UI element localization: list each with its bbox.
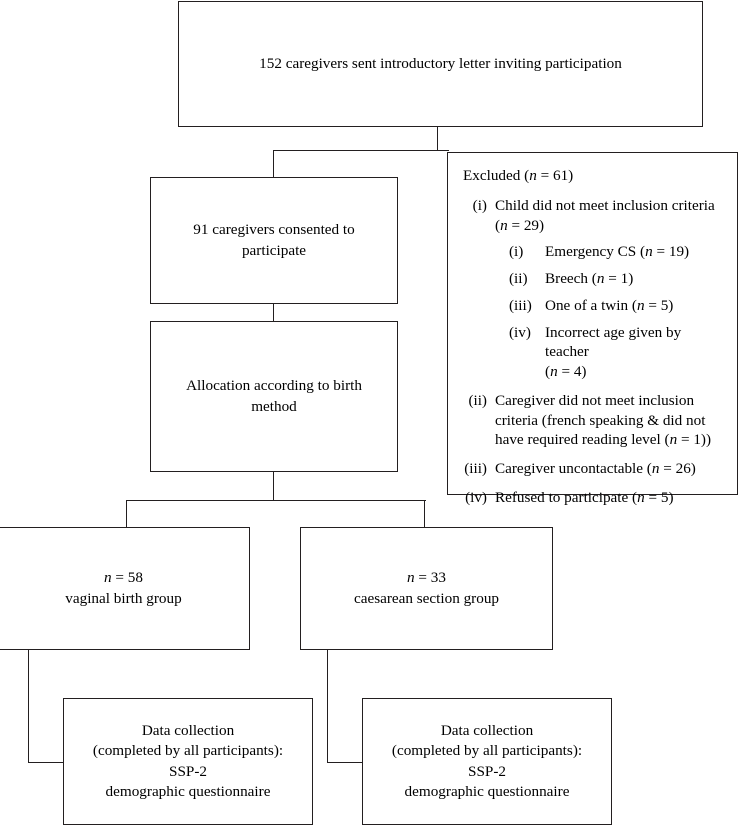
data-collection-left-line-2: (completed by all participants): [92, 742, 284, 760]
excluded-item-3-n: n [651, 460, 660, 477]
data-collection-left-line-1: Data collection [141, 721, 235, 739]
data-collection-box-caesarean: Data collection (completed by all partic… [362, 698, 612, 825]
connector-vaginal-to-data-collection [28, 650, 30, 763]
excluded-item-1-cont-post: = 29) [507, 216, 545, 234]
excluded-item-4-marker: (iv) [465, 488, 487, 506]
caesarean-group-n: n = 33 [309, 568, 544, 588]
vaginal-birth-group-n: n = 58 [6, 568, 241, 588]
caesarean-group-label: caesarean section group [353, 589, 500, 607]
excluded-panel: Excluded (n = 61) (i) Child did not meet… [447, 152, 738, 506]
excluded-item-2-line-2: criteria (french speaking & did not [495, 411, 706, 429]
excluded-item-2-line-3-post: = 1)) [677, 431, 712, 449]
excluded-item-1-text: Child did not meet inclusion criteria [495, 196, 715, 214]
excluded-heading: Excluded (n = 61) [463, 166, 725, 186]
excluded-subitem-1-4-continuation: (n = 4) [545, 362, 725, 382]
excluded-subitem-1-1-post: = 19) [652, 243, 690, 261]
excluded-heading-n: n [529, 167, 537, 184]
excluded-heading-pre: Excluded ( [463, 167, 530, 184]
excluded-subitem-1-4-cont-pre: ( [545, 363, 551, 380]
excluded-subitem-1-4: (iv) Incorrect age given by teacher (n =… [509, 323, 725, 382]
excluded-subitem-1-4-marker: (iv) [509, 323, 531, 341]
excluded-subitem-1-3-n: n [636, 296, 645, 314]
excluded-item-2-marker: (ii) [468, 391, 487, 409]
vaginal-birth-group-label: vaginal birth group [65, 589, 182, 607]
excluded-item-2-text: Caregiver did not meet inclusion [495, 391, 695, 409]
excluded-item-4-post: = 5) [644, 488, 674, 506]
excluded-subitem-1-1-pre: Emergency CS ( [545, 243, 646, 261]
caesarean-group-n-value: = 33 [414, 569, 446, 587]
data-collection-left-line-4: demographic questionnaire [105, 782, 271, 800]
connector-top-to-junction [437, 126, 439, 151]
excluded-item-2-line-3: have required reading level (n = 1)) [495, 430, 725, 450]
excluded-subitem-1-4-cont-n: n [550, 363, 558, 380]
excluded-item-4-pre: Refused to participate ( [495, 488, 638, 506]
caesarean-group-n-symbol: n [407, 569, 415, 587]
excluded-subitem-1-3-marker: (iii) [509, 296, 532, 314]
excluded-item-3-post: = 26) [659, 460, 696, 477]
excluded-item-4: (iv) Refused to participate (n = 5) [461, 488, 725, 508]
excluded-subitem-1-1-n: n [645, 243, 653, 261]
connector-allocation-to-split [273, 472, 275, 501]
connector-vaginal-data-collection-horizontal [28, 762, 65, 764]
connector-split-horizontal [126, 500, 426, 502]
invitation-box: 152 caregivers sent introductory letter … [178, 1, 703, 127]
excluded-subitem-1-3-pre: One of a twin ( [545, 296, 637, 314]
vaginal-birth-group-box: n = 58 vaginal birth group [0, 527, 250, 650]
connector-caesarean-data-collection-horizontal [327, 762, 364, 764]
excluded-subitem-1-3-post: = 5) [644, 296, 674, 314]
excluded-item-1-marker: (i) [472, 196, 487, 214]
consented-box-line-1: 91 caregivers consented to [193, 221, 355, 239]
vaginal-birth-group-n-value: = 58 [111, 569, 143, 587]
consented-box-line-2: participate [241, 241, 307, 259]
excluded-subitem-1-2: (ii) Breech (n = 1) [509, 269, 725, 289]
data-collection-box-vaginal: Data collection (completed by all partic… [63, 698, 313, 825]
data-collection-right-line-4: demographic questionnaire [404, 782, 570, 800]
excluded-item-3-marker: (iii) [464, 460, 487, 477]
excluded-item-1: (i) Child did not meet inclusion criteri… [461, 196, 725, 382]
excluded-item-2: (ii) Caregiver did not meet inclusion cr… [461, 391, 725, 450]
connector-split-to-caesarean-group [424, 500, 426, 528]
data-collection-left-line-3: SSP-2 [169, 762, 207, 780]
excluded-item-2-line-3-pre: have required reading level ( [495, 431, 670, 449]
consented-box: 91 caregivers consented to participate [150, 177, 398, 304]
connector-caesarean-to-data-collection [327, 650, 329, 763]
data-collection-right-line-1: Data collection [440, 721, 534, 739]
caesarean-section-group-box: n = 33 caesarean section group [300, 527, 553, 650]
connector-junction-horizontal [273, 150, 449, 152]
excluded-item-1-sublist: (i) Emergency CS (n = 19) (ii) Breech (n… [495, 242, 725, 382]
excluded-subitem-1-2-marker: (ii) [509, 270, 528, 287]
invitation-box-line-1: 152 caregivers sent introductory letter … [259, 54, 622, 72]
connector-split-to-vaginal-group [126, 500, 128, 528]
excluded-subitem-1-1: (i) Emergency CS (n = 19) [509, 242, 725, 262]
allocation-box-line-1: Allocation according to birth [186, 377, 362, 395]
data-collection-right-line-2: (completed by all participants): [391, 742, 583, 760]
excluded-item-1-cont-n: n [500, 216, 508, 234]
excluded-item-1-continuation: (n = 29) [495, 216, 725, 236]
connector-junction-to-consented [273, 150, 275, 178]
excluded-subitem-1-4-pre: Incorrect age given by teacher [545, 323, 682, 361]
excluded-subitem-1-1-marker: (i) [509, 243, 524, 261]
excluded-subitem-1-2-n: n [596, 270, 605, 287]
excluded-subitem-1-3: (iii) One of a twin (n = 5) [509, 296, 725, 316]
excluded-item-2-line-3-n: n [669, 431, 678, 449]
excluded-subitem-1-4-cont-post: = 4) [557, 363, 587, 380]
connector-consented-to-allocation [273, 304, 275, 322]
data-collection-right-line-3: SSP-2 [468, 762, 506, 780]
excluded-item-4-n: n [637, 488, 645, 506]
allocation-box: Allocation according to birth method [150, 321, 398, 472]
excluded-item-3-pre: Caregiver uncontactable ( [495, 460, 652, 477]
allocation-box-line-2: method [251, 397, 297, 415]
excluded-item-3: (iii) Caregiver uncontactable (n = 26) [461, 459, 725, 479]
excluded-subitem-1-2-pre: Breech ( [545, 270, 597, 287]
excluded-item-1-cont-pre: ( [495, 216, 501, 234]
excluded-heading-post: = 61) [536, 167, 574, 184]
vaginal-birth-group-n-symbol: n [104, 569, 112, 587]
excluded-subitem-1-2-post: = 1) [604, 270, 634, 287]
